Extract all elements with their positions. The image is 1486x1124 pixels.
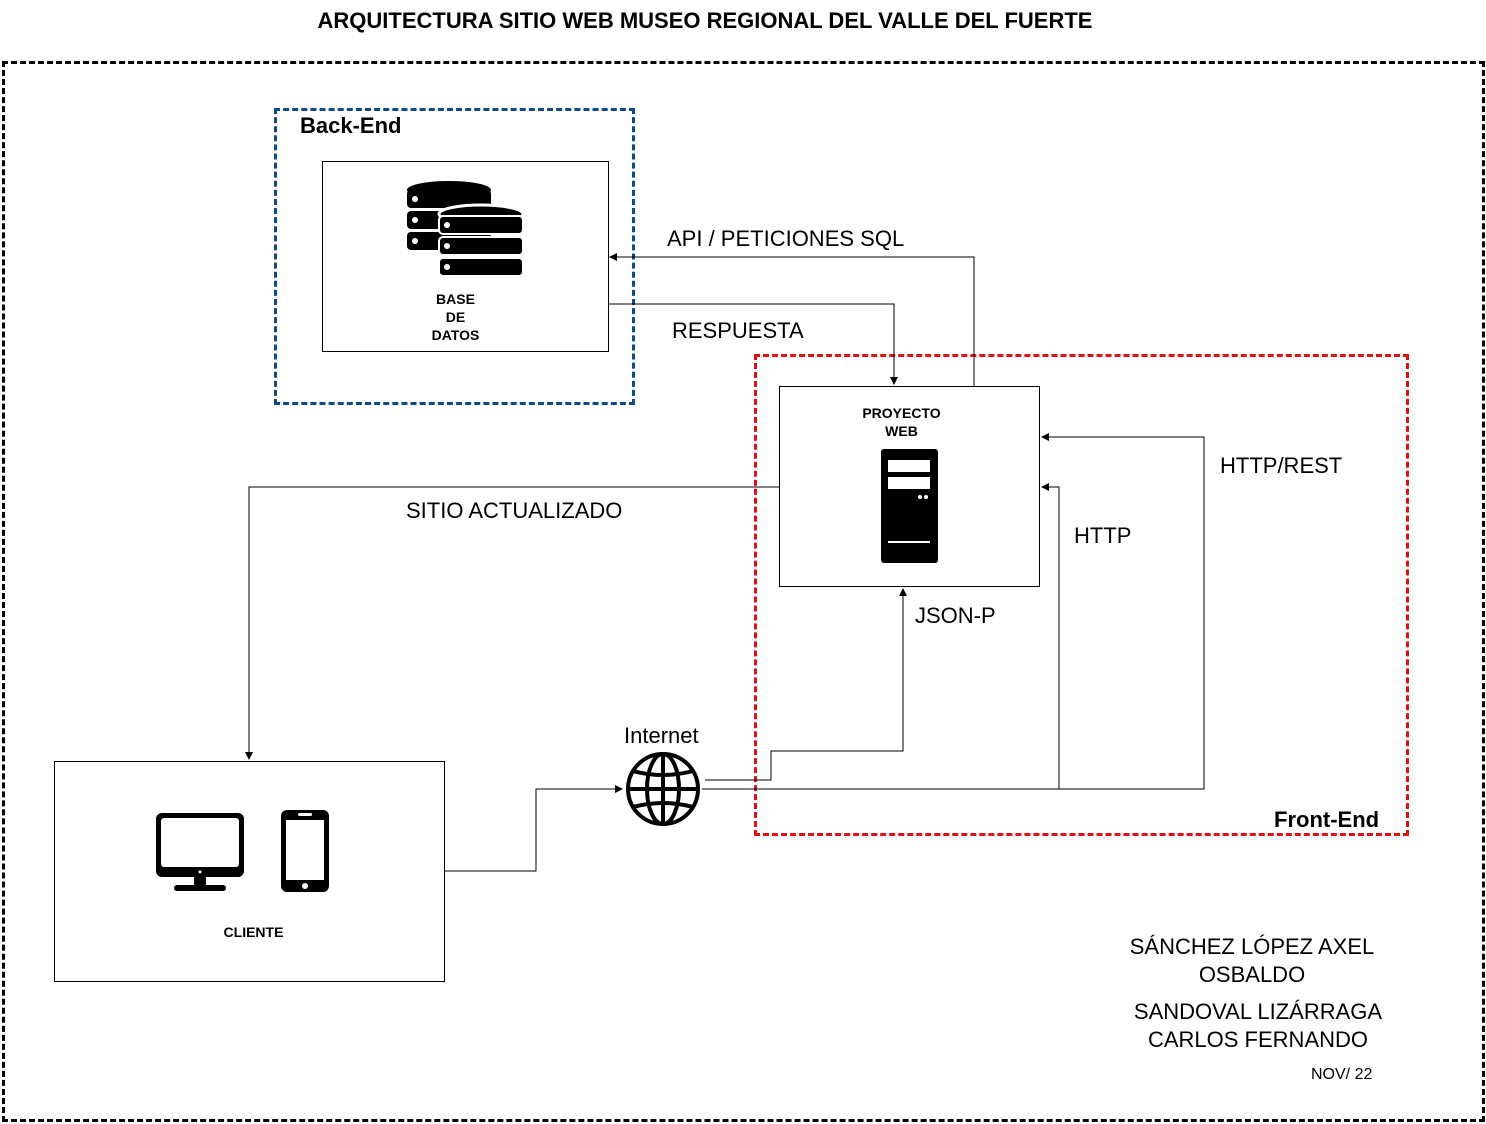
api-sql-label: API / PETICIONES SQL [667, 226, 905, 251]
web-project-label: PROYECTO WEB [862, 405, 941, 439]
http-rest-label: HTTP/REST [1220, 453, 1343, 478]
edge-response [609, 303, 898, 385]
author-2: SANDOVAL LIZÁRRAGA CARLOS FERNANDO [1133, 999, 1383, 1052]
server-icon [881, 449, 938, 563]
globe-icon [626, 752, 700, 826]
desktop-monitor-icon [156, 813, 244, 891]
edge-site-updated [245, 486, 779, 760]
backend-zone-label: Back-End [300, 113, 402, 138]
client-node: CLIENTE [54, 761, 445, 982]
response-label: RESPUESTA [672, 318, 804, 343]
outer-boundary [2, 61, 1485, 1122]
diagram-title: ARQUITECTURA SITIO WEB MUSEO REGIONAL DE… [317, 8, 1093, 33]
edge-json-p [705, 588, 907, 781]
json-p-label: JSON-P [915, 603, 996, 628]
author-1: SÁNCHEZ LÓPEZ AXEL OSBALDO [1129, 934, 1375, 987]
edge-api-sql [609, 253, 975, 386]
web-project-node: PROYECTO WEB [779, 386, 1040, 587]
edge-http [702, 483, 1060, 790]
site-updated-label: SITIO ACTUALIZADO [406, 498, 623, 523]
database-node: BASE DE DATOS [322, 161, 609, 352]
edge-http-rest [1041, 433, 1205, 790]
internet-label: Internet [624, 723, 699, 748]
frontend-zone-label: Front-End [1274, 807, 1380, 832]
frontend-zone [754, 354, 1409, 836]
date-label: NOV/ 22 [1311, 1066, 1373, 1083]
database-label: BASE DE DATOS [431, 291, 480, 343]
smartphone-icon [281, 810, 329, 892]
client-label: CLIENTE [223, 924, 284, 940]
http-label: HTTP [1074, 523, 1132, 548]
edge-client-internet [445, 785, 623, 872]
database-icon [407, 181, 525, 277]
